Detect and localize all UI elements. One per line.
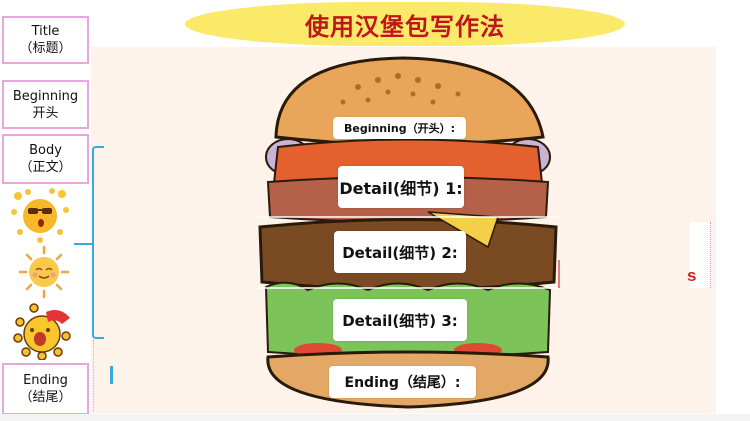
label-ending: Ending （结尾） (2, 363, 89, 415)
label-title-zh: （标题） (19, 41, 72, 56)
label-ending-en: Ending (23, 373, 68, 388)
label-body: Body （正文） (2, 134, 89, 184)
dotted-divider (93, 340, 94, 412)
body-brace-tip (74, 243, 92, 245)
title-banner: 使用汉堡包写作法 (185, 2, 625, 46)
body-brace (92, 146, 104, 339)
label-beginning-zh: 开头 (32, 105, 59, 121)
cool-sun-icon (11, 188, 69, 243)
label-beginning-en: Beginning (12, 88, 79, 104)
red-line-mark (558, 260, 560, 288)
label-body-en: Body (29, 143, 62, 158)
burger-label-detail-1: Detail(细节) 1: (338, 166, 464, 208)
crying-sun-icon (13, 303, 71, 360)
stray-text: s (687, 266, 697, 285)
label-title: Title （标题） (2, 16, 89, 64)
label-body-zh: （正文） (19, 160, 72, 175)
burger-label-detail-2: Detail(细节) 2: (334, 231, 466, 273)
burger-label-detail-3: Detail(细节) 3: (333, 299, 467, 341)
burger-label-beginning: Beginning（开头）: (333, 117, 466, 139)
label-ending-zh: （结尾） (19, 390, 72, 405)
blue-tick-mark (110, 366, 113, 384)
bottom-bar (0, 414, 750, 421)
smiling-sun-icon (18, 245, 70, 299)
burger-label-ending: Ending（结尾）: (329, 366, 476, 398)
label-title-en: Title (31, 24, 60, 39)
white-patch (690, 222, 711, 288)
page-title: 使用汉堡包写作法 (305, 12, 505, 41)
label-beginning: Beginning 开头 (2, 80, 89, 129)
